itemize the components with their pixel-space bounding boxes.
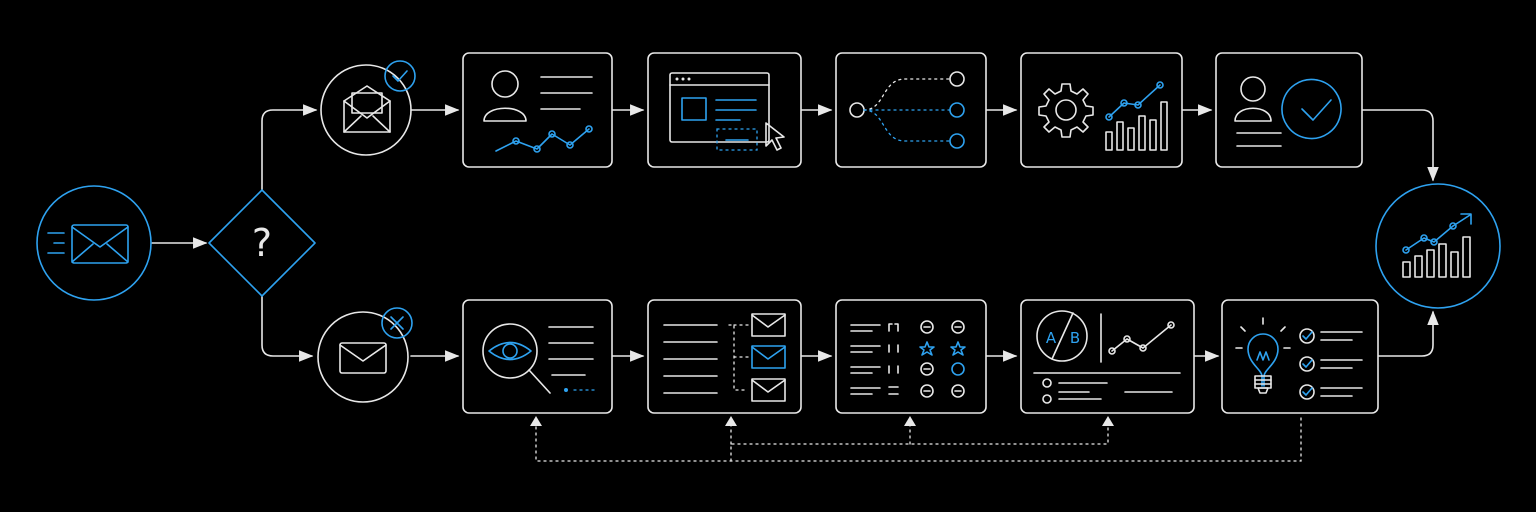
- check-badge-icon: [392, 70, 408, 82]
- step-automation: [1020, 52, 1183, 168]
- gear-icon: [1038, 83, 1094, 138]
- opened-email-node: [320, 60, 416, 156]
- step-email-sequence: [647, 299, 802, 414]
- web-page-click-icon: [669, 72, 785, 151]
- email-sequence-icon: [663, 313, 786, 402]
- step-user-verified: [1215, 52, 1363, 168]
- step-insight: [1221, 299, 1379, 414]
- incoming-email-icon: [47, 224, 129, 264]
- x-badge-icon: [390, 316, 404, 330]
- checklist-rating-icon: [850, 320, 966, 398]
- branching-paths-icon: [849, 71, 965, 149]
- closed-email-icon: [339, 342, 387, 374]
- start-node: [36, 185, 152, 301]
- question-mark-icon: ?: [252, 221, 272, 265]
- search-eye-icon: [482, 323, 595, 394]
- ab-test-icon: A B: [1033, 310, 1181, 404]
- growth-chart-icon: [1402, 213, 1472, 278]
- step-checklist-rating: [835, 299, 987, 414]
- decision-node: ?: [208, 189, 316, 297]
- variant-a-label: A: [1046, 329, 1057, 347]
- step-search-eye: [462, 299, 613, 414]
- step-branching: [835, 52, 987, 168]
- step-web-page-click: [647, 52, 802, 168]
- step-ab-test: A B: [1020, 299, 1195, 414]
- unopened-email-node: [317, 307, 413, 403]
- connectors: [151, 104, 1439, 362]
- variant-b-label: B: [1070, 329, 1080, 347]
- opened-email-icon: [343, 85, 391, 133]
- lightbulb-checklist-icon: [1235, 317, 1363, 400]
- step-user-profile: [462, 52, 613, 168]
- feedback-loop: [530, 416, 1302, 462]
- gear-bar-chart-icon: [1038, 81, 1168, 151]
- cursor-icon: [765, 122, 785, 151]
- user-profile-analytics-icon: [483, 70, 593, 153]
- user-verified-icon: [1234, 76, 1342, 147]
- end-node: [1375, 183, 1501, 309]
